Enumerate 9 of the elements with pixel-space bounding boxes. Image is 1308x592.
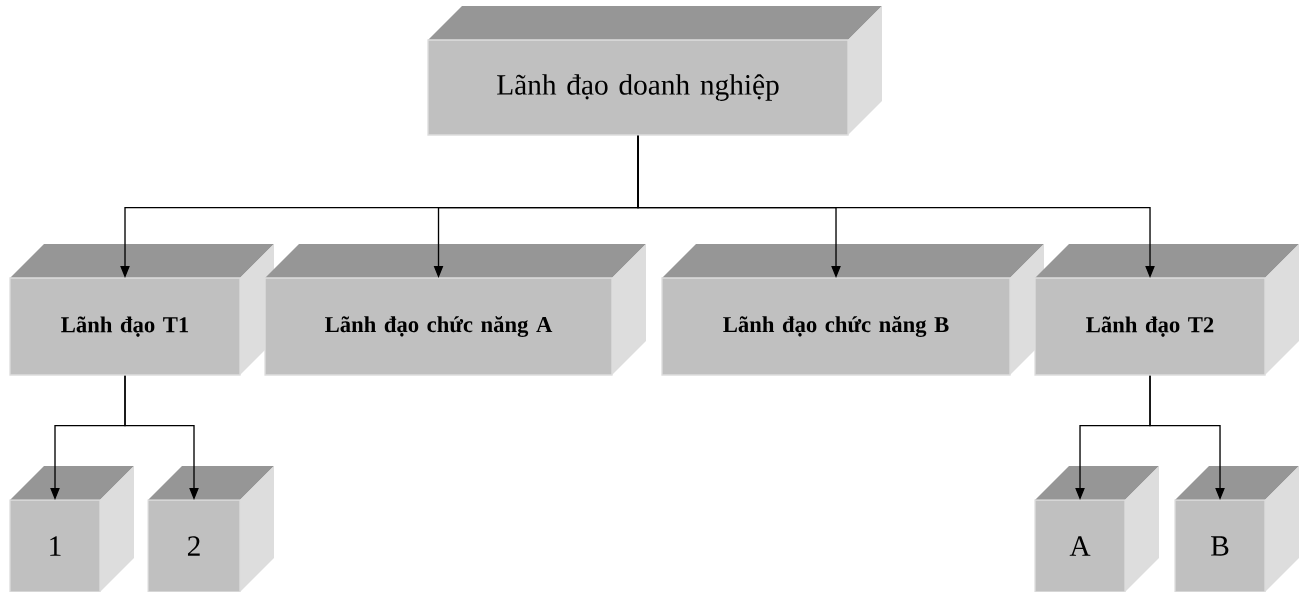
- box: Lãnh đạo chức năng B: [661, 244, 1044, 376]
- box: 2: [147, 466, 274, 592]
- box: B: [1174, 466, 1299, 592]
- box: Lãnh đạo T2: [1034, 244, 1299, 376]
- box: Lãnh đạo T1: [9, 244, 274, 376]
- box: Lãnh đạo chức năng A: [264, 244, 646, 376]
- box: A: [1034, 466, 1159, 592]
- box: 1: [9, 466, 134, 592]
- box: Lãnh đạo doanh nghiệp: [427, 6, 882, 136]
